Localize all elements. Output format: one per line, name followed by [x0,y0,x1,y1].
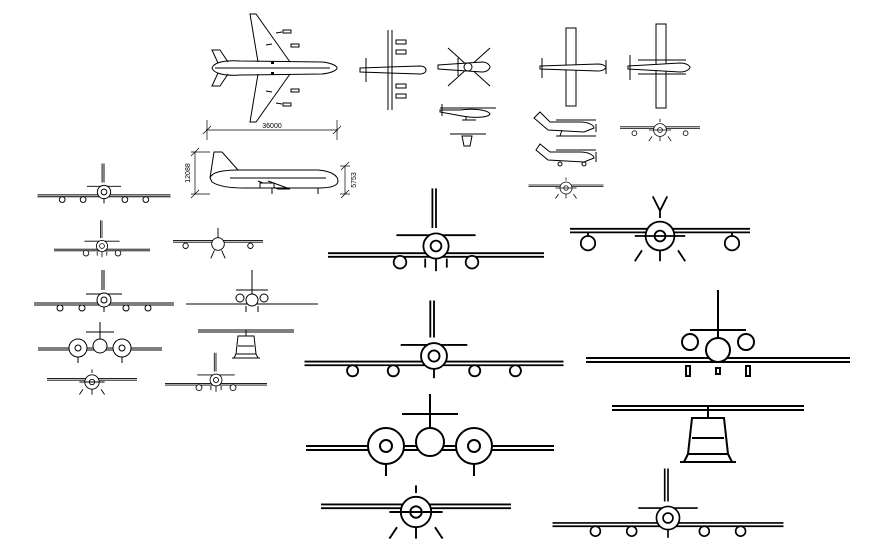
gear-height-dimension-label: 5753 [351,172,358,188]
jumbo-front-1 [37,163,171,204]
jet-front-2 [53,219,151,258]
high-wing-cessna-top-view [539,27,607,107]
jet-front-large [551,467,785,539]
quad-front-3 [33,269,175,313]
attack-helicopter-top-view [437,47,491,87]
quadjet-front-large [303,299,565,380]
twinprop-front-large [305,393,555,477]
cessna-side-view [533,111,597,167]
length-dimension: 36000 [202,120,342,140]
bizjet-front-7 [186,270,318,312]
helicopter-front-large [611,405,805,463]
seaplane-front-small [619,118,701,142]
height-dimension-label: 12088 [185,163,192,183]
turboprop-cargo-top-view [359,30,427,110]
bizjet-front-large [586,290,850,377]
jumbo-jet-top-view [211,13,338,123]
cessna-front-small [528,177,604,199]
length-dimension-label: 36000 [262,123,282,130]
airliner-front-large [327,187,545,273]
seaplane-top-view [627,23,691,109]
jet-front-9 [164,352,268,393]
attack-helicopter-side-view [439,104,496,147]
helicopter-front-8 [197,329,295,359]
singleprop-front-5 [46,368,138,396]
seaplane-front-large [569,195,751,263]
singleprop-front-large [320,484,512,540]
jet-front-6 [172,227,264,259]
twinprop-front-4 [37,321,163,364]
airliner-side-view: 12088 5753 [185,147,358,199]
